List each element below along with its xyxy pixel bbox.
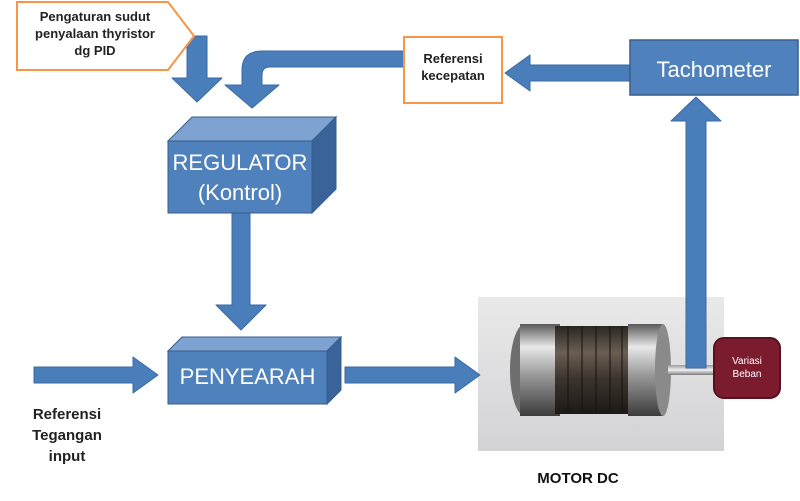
arrow-tachometer-to-speed-ref bbox=[504, 54, 631, 92]
arrow-regulator-to-rectifier bbox=[215, 211, 267, 331]
tachometer-block-shape bbox=[629, 39, 799, 96]
rectifier-block: PENYEARAH bbox=[179, 364, 316, 389]
speed-reference-box: Referensi kecepatan bbox=[421, 51, 485, 83]
motor-photo bbox=[478, 297, 724, 451]
pid-setting-callout: Pengaturan sudut penyalaan thyristor dg … bbox=[35, 9, 155, 58]
rectifier-block-shape bbox=[166, 335, 343, 406]
regulator-block: REGULATOR (Kontrol) bbox=[172, 150, 308, 205]
arrow-speed-ref-to-regulator bbox=[224, 50, 405, 109]
arrow-rectifier-to-motor bbox=[344, 356, 481, 394]
load-variation-label: Variasi Beban bbox=[732, 356, 762, 380]
voltage-reference-label: Referensi Tegangan input bbox=[32, 406, 102, 465]
load-variation-shape bbox=[713, 337, 781, 399]
speed-ref-box-shape bbox=[403, 36, 503, 104]
arrow-input-to-rectifier bbox=[33, 356, 159, 394]
arrow-motor-to-tachometer bbox=[670, 96, 722, 369]
pid-callout-shape bbox=[16, 1, 196, 71]
tachometer-block: Tachometer bbox=[656, 57, 772, 82]
motor-label: MOTOR DC bbox=[537, 470, 619, 487]
arrow-pid-to-regulator bbox=[171, 35, 223, 103]
regulator-block-shape bbox=[166, 115, 338, 215]
